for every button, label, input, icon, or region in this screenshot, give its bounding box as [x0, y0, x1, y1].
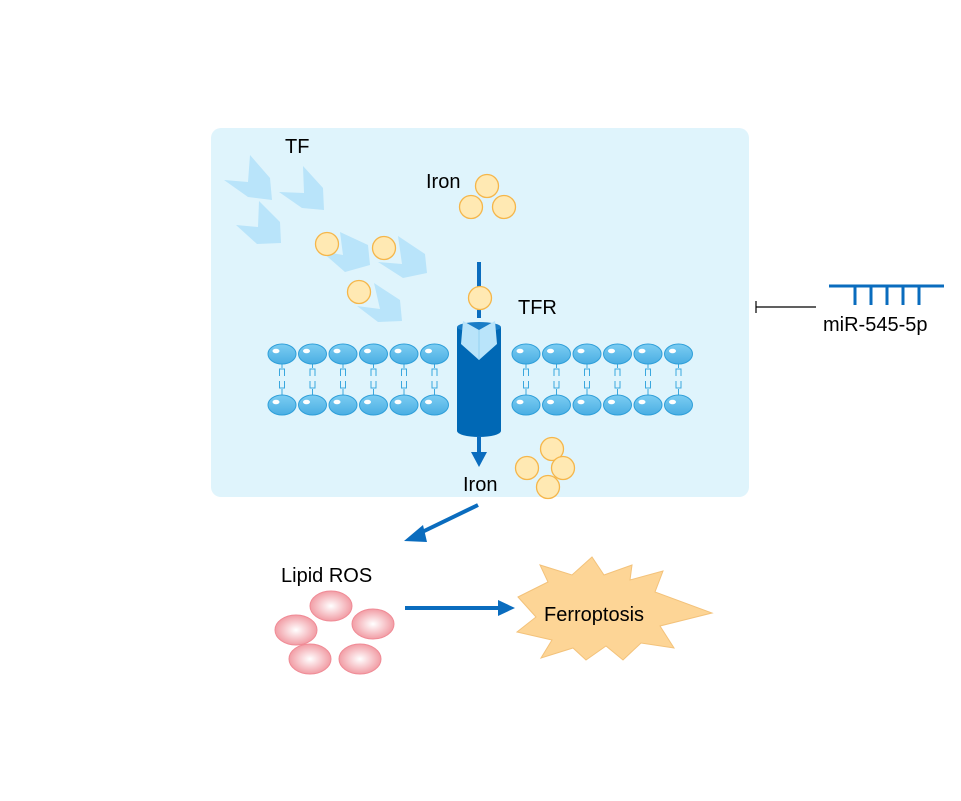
mirna-label: miR-545-5p [823, 314, 927, 336]
inhibition-line [755, 301, 816, 313]
lipid-head [420, 343, 449, 365]
tfr-label: TFR [518, 297, 557, 319]
tf-shape [279, 166, 324, 210]
lipid-head [298, 343, 327, 365]
ros-particle [274, 614, 318, 646]
lipid-head [389, 394, 419, 416]
tf-shape [378, 236, 427, 278]
iron-atom [491, 194, 517, 220]
iron-atom [458, 194, 484, 220]
arrow-iron-to-ros [404, 503, 479, 542]
arrow-ros-to-ferroptosis [405, 600, 515, 616]
arrow-head-down [471, 452, 487, 467]
lipid-head [359, 343, 388, 365]
lipid-head [359, 394, 388, 416]
tf-bound-iron [314, 231, 397, 305]
lipid-ros-cluster [274, 590, 395, 675]
lipid-head [389, 343, 419, 365]
mirna-symbol [829, 284, 944, 305]
iron-atom [474, 173, 500, 199]
ros-particle [309, 590, 353, 622]
lipid-head [267, 394, 297, 416]
iron-top-label: Iron [426, 171, 460, 193]
ferroptosis-label: Ferroptosis [544, 604, 644, 626]
iron-atom [514, 455, 540, 481]
iron-atom [314, 231, 340, 257]
tf-shape [357, 283, 402, 322]
tf-shape [236, 201, 281, 244]
lipid-head [267, 343, 297, 365]
lipid-ros-label: Lipid ROS [281, 565, 372, 587]
ferroptosis-burst [515, 556, 714, 661]
ros-particle [288, 643, 332, 675]
lipid-head [298, 394, 327, 416]
lipid-bilayer [267, 343, 693, 416]
tf-shape [224, 155, 272, 200]
lipid-tail [523, 363, 529, 396]
lipid-head [603, 394, 632, 416]
ros-particle [338, 643, 382, 675]
iron-bottom-label: Iron [463, 474, 497, 496]
lipid-head [328, 394, 358, 416]
lipid-head [572, 394, 602, 416]
lipid-head [664, 343, 693, 365]
ros-particle [351, 608, 395, 640]
lipid-head [603, 343, 632, 365]
tf-label: TF [285, 136, 309, 158]
iron-atom [550, 455, 576, 481]
iron-atom [539, 436, 565, 462]
lipid-head [633, 394, 663, 416]
lipid-head [420, 394, 449, 416]
iron-atom [467, 285, 493, 311]
tfr-channel [457, 262, 501, 467]
iron-atom [535, 474, 561, 500]
tf-shape [321, 232, 370, 272]
iron-atom [346, 279, 372, 305]
lipid-head [633, 343, 663, 365]
tf-proteins [224, 155, 427, 322]
iron-cluster-bottom [514, 436, 576, 500]
lipid-head [542, 343, 571, 365]
iron-atom [371, 235, 397, 261]
lipid-head [572, 343, 602, 365]
lipid-head [511, 394, 541, 416]
iron-cluster-top [458, 173, 517, 220]
lipid-head [542, 394, 571, 416]
lipid-head [664, 394, 693, 416]
lipid-head [328, 343, 358, 365]
lipid-head [511, 343, 541, 365]
